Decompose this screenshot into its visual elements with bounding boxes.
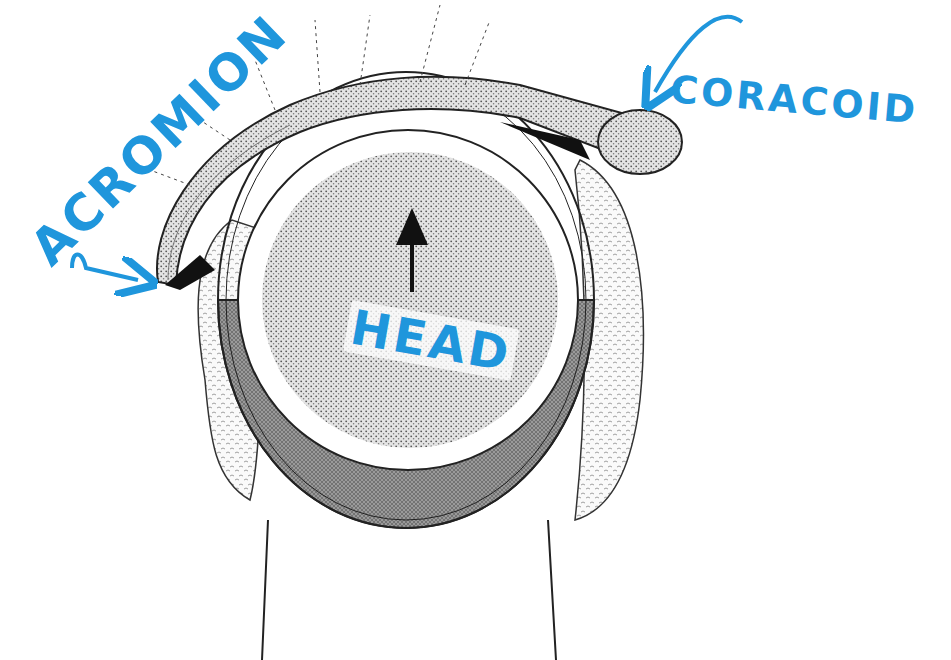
part-label: CORACOID xyxy=(669,70,920,130)
